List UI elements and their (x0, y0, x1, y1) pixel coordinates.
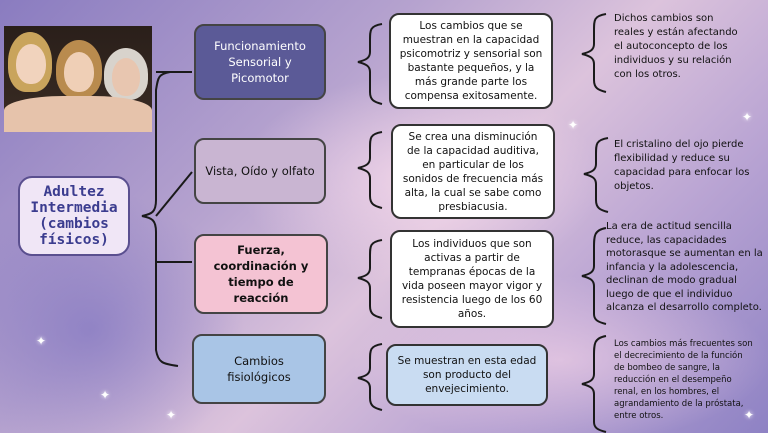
star-icon: ✦ (742, 110, 753, 124)
note-physiological-text: Los cambios más frecuentes son el decrec… (614, 339, 753, 421)
women-photo (4, 26, 152, 132)
category-strength: Fuerza, coordinación y tiempo de reacció… (194, 234, 328, 314)
central-topic: Adultez Intermedia (cambios físicos) (18, 176, 130, 256)
star-icon: ✦ (166, 408, 177, 422)
description-senses-text: Se crea una disminución de la capacidad … (402, 130, 544, 213)
description-strength: Los individuos que son activas a partir … (390, 230, 554, 328)
note-senses: El cristalino del ojo pierde flexibilida… (614, 138, 754, 194)
category-physiological: Cambios fisiológicos (192, 334, 326, 404)
note-sensorial: Dichos cambios son reales y están afecta… (614, 12, 746, 82)
category-senses-label: Vista, Oído y olfato (205, 164, 315, 178)
note-strength: La era de actitud sencilla reduce, las c… (606, 220, 766, 315)
category-physiological-label: Cambios fisiológicos (227, 354, 291, 384)
description-senses: Se crea una disminución de la capacidad … (391, 124, 555, 219)
star-icon: ✦ (568, 118, 579, 132)
category-strength-label: Fuerza, coordinación y tiempo de reacció… (213, 243, 309, 305)
central-topic-label: Adultez Intermedia (cambios físicos) (30, 184, 118, 248)
note-physiological: Los cambios más frecuentes son el decrec… (614, 338, 754, 422)
category-sensorial-label: Funcionamiento Sensorial y Picomotor (214, 39, 306, 85)
category-senses: Vista, Oído y olfato (194, 138, 326, 204)
note-sensorial-text: Dichos cambios son reales y están afecta… (614, 13, 738, 80)
note-senses-text: El cristalino del ojo pierde flexibilida… (614, 139, 750, 192)
description-physiological-text: Se muestran en esta edad son producto de… (397, 355, 537, 395)
description-physiological: Se muestran en esta edad son producto de… (386, 344, 548, 406)
description-sensorial-text: Los cambios que se muestran en la capaci… (399, 20, 543, 102)
category-sensorial: Funcionamiento Sensorial y Picomotor (194, 24, 326, 100)
note-strength-text: La era de actitud sencilla reduce, las c… (606, 221, 763, 313)
description-strength-text: Los individuos que son activas a partir … (401, 238, 543, 320)
star-icon: ✦ (36, 334, 47, 348)
star-icon: ✦ (100, 388, 111, 402)
description-sensorial: Los cambios que se muestran en la capaci… (389, 13, 553, 109)
star-icon: ✦ (744, 408, 755, 422)
